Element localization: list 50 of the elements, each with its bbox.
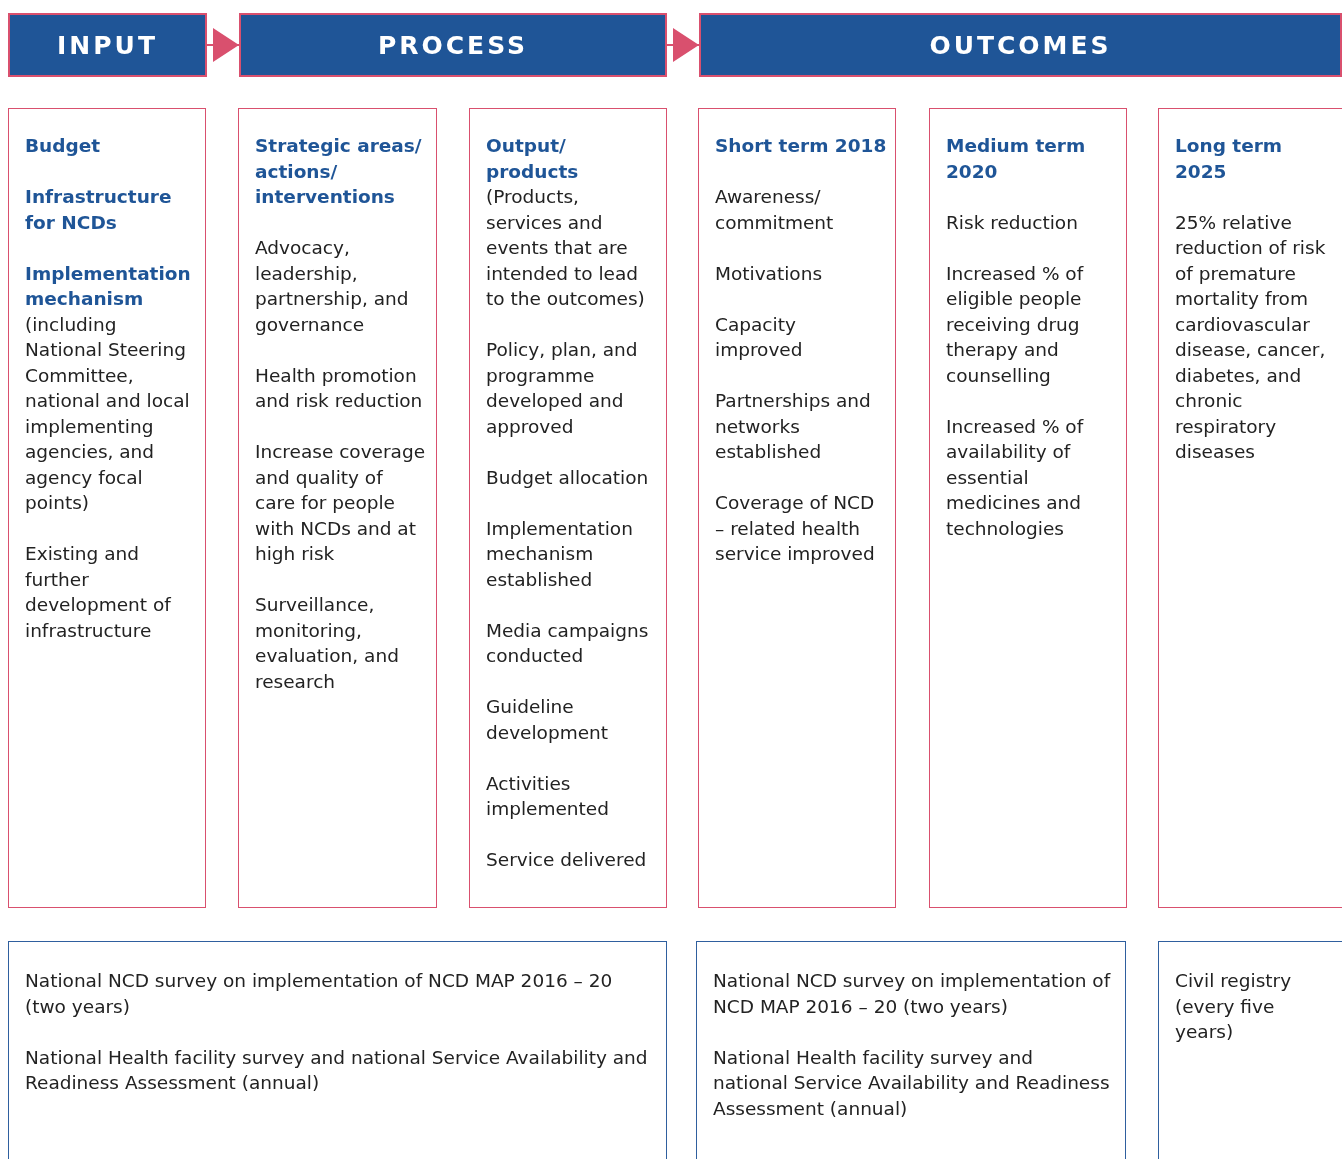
list-item: Surveillance, monitoring, evaluation, and research [255,593,400,694]
list-item: National NCD survey on implementation of NCD MAP 2016 – 20 (two years) [25,969,614,1019]
list-item: (Products, services and events that are intended to lead to the outcomes) [486,185,646,311]
source-box [696,941,1126,1159]
stage-header: INPUT [8,13,207,77]
column-heading: Medium term 2020 [946,134,1087,184]
list-item: National Health facility survey and national Service Availability and Readiness Assessment (annual) [713,1045,1111,1121]
list-item: Risk reduction [946,210,1079,235]
list-item: 25% relative reduction of risk of premature mortality from cardiovascular disease, cancer, diabetes, and chronic respiratory diseases [1175,210,1327,464]
list-item: Capacity improved [715,312,804,362]
list-item: Awareness/ commitment [715,185,835,235]
column-heading: Output/ products [486,134,580,184]
list-item: Advocacy, leadership, partnership, and governance [255,236,410,337]
column-box [469,108,667,908]
column-box [8,108,206,908]
stage-header: PROCESS [239,13,667,77]
list-item: Service delivered [486,848,648,872]
chevron-arrow [666,28,700,62]
column-box [238,108,437,908]
list-item: Health promotion and risk reduction [255,363,424,413]
column-heading: Short term 2018 [715,134,887,158]
list-item: Partnerships and networks established [715,389,872,464]
chevron-arrow [206,28,240,62]
column-box [929,108,1127,908]
list-item: Civil registry (every five years) [1175,969,1293,1044]
source-box [1158,941,1342,1159]
column-heading: Strategic areas/ actions/ interventions [255,134,423,209]
list-item: National Health facility survey and national Service Availability and Readiness Assessment (annual) [25,1045,649,1095]
list-item: Policy, plan, and programme developed and approved [486,338,639,439]
stage-header: OUTCOMES [699,13,1342,77]
column-heading: Implementation mechanism [25,261,192,311]
column-heading: Budget [25,134,102,158]
list-item: (including National Steering Committee, national and local implementing agencies, and agency focal points) [25,312,191,515]
list-item: Implementation mechanism established [486,516,634,592]
column-heading: Infrastructure for NCDs [25,185,173,235]
list-item: Increase coverage and quality of care for people with NCDs and at high risk [255,440,427,566]
list-item: Increased % of eligible people receiving drug therapy and counselling [946,261,1085,388]
list-item: Activities implemented [486,771,610,821]
column-heading: Long term 2025 [1175,134,1284,184]
list-item: Budget allocation [486,465,650,490]
list-item: Guideline development [486,695,610,745]
list-item: Coverage of NCD – related health service improved [715,491,876,566]
list-item: Media campaigns conducted [486,618,650,668]
column-box [1158,108,1342,908]
list-item: Increased % of availability of essential medicines and technologies [946,414,1085,541]
list-item: Motivations [715,261,824,286]
list-item: Existing and further development of infrastructure [25,542,172,643]
column-box [698,108,896,908]
list-item: National NCD survey on implementation of NCD MAP 2016 – 20 (two years) [713,969,1111,1019]
source-box [8,941,667,1159]
